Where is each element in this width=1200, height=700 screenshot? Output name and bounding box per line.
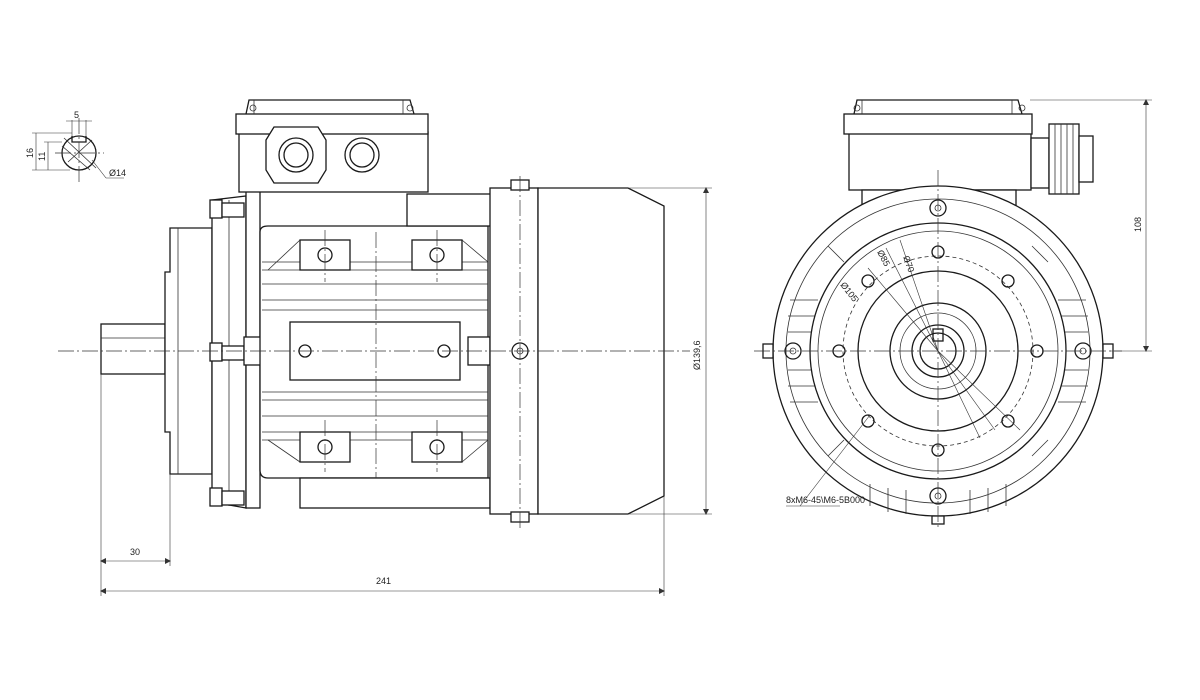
shaft-key-detail: 5 16 11 Ø14	[25, 110, 126, 182]
terminal-box-front	[848, 131, 1032, 191]
keyway-width-label: 5	[74, 110, 79, 120]
shaft-diameter-label: Ø14	[109, 168, 126, 178]
cable-gland	[1030, 137, 1050, 189]
shaft-length-label: 30	[130, 547, 140, 557]
fan-cover-diameter-label: Ø139,6	[692, 340, 702, 370]
bolt-note-label: 8xM6-45\M6-5B000	[786, 495, 865, 505]
motor-front-view: 108 Ø105 Ø85 Ø70 8xM6-45\M6-5B000	[754, 99, 1152, 530]
motor-side-view: 30 241 Ø139,6	[58, 99, 712, 596]
key-height-inner-label: 11	[37, 152, 47, 161]
shaft	[100, 323, 166, 375]
shaft-height-label: 108	[1133, 217, 1143, 232]
overall-length-label: 241	[376, 576, 391, 586]
key-height-outer-label: 16	[25, 148, 35, 158]
